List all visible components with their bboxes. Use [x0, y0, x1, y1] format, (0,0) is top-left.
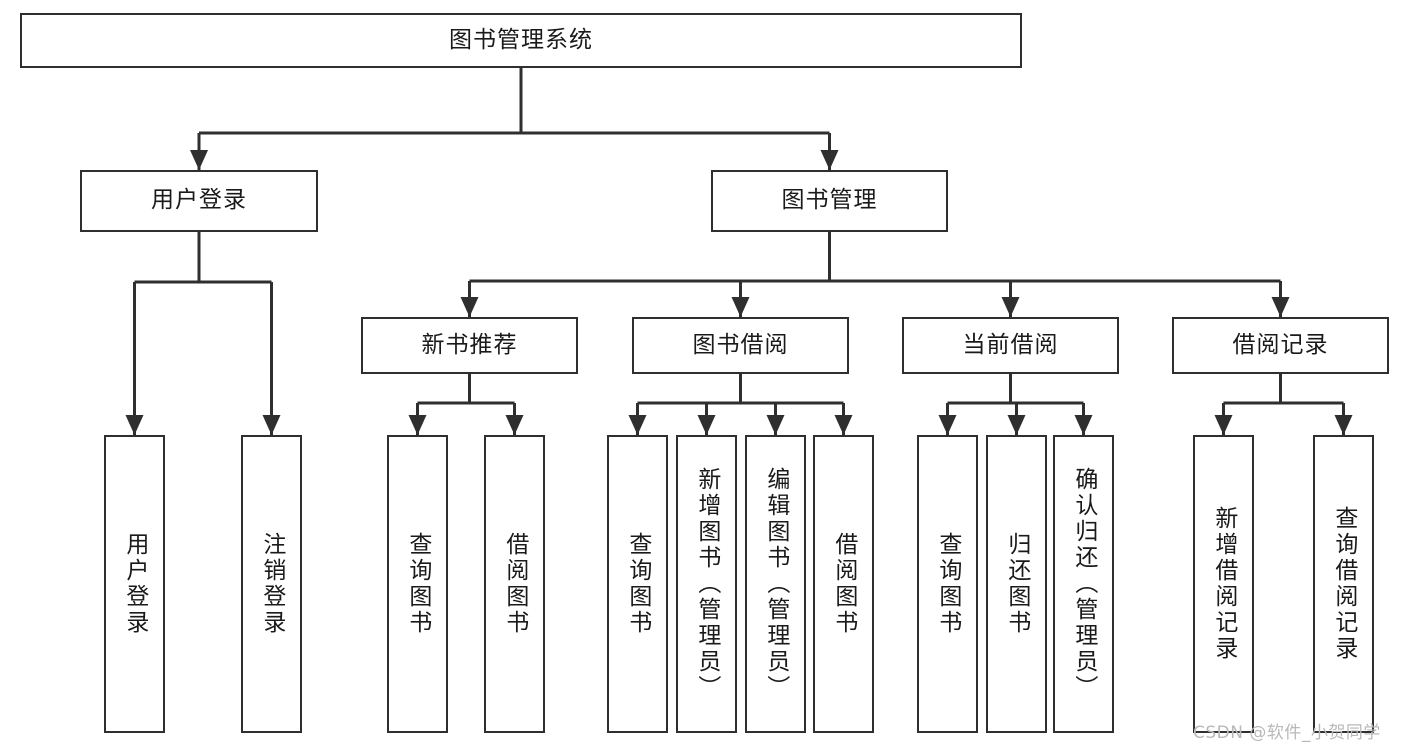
arrowhead-icon [190, 150, 208, 170]
arrowhead-icon [938, 415, 957, 435]
node-label: 新增图书（管理员） [693, 467, 720, 701]
node-label: 当前借阅 [962, 331, 1059, 358]
arrowhead-icon [125, 415, 144, 435]
arrowhead-icon [460, 297, 479, 317]
node-book-manage[interactable]: 图书管理 [711, 170, 948, 232]
arrowhead-icon [697, 415, 716, 435]
node-leaf-user-logout[interactable]: 注销登录 [241, 435, 302, 733]
node-label: 查询借阅记录 [1330, 506, 1357, 662]
node-label: 借阅图书 [830, 532, 857, 636]
node-label: 确认归还（管理员） [1070, 467, 1097, 701]
arrowhead-icon [262, 415, 281, 435]
node-label: 用户登录 [121, 532, 148, 636]
node-label: 新书推荐 [421, 331, 518, 358]
node-label: 借阅记录 [1232, 331, 1329, 358]
node-label: 查询图书 [934, 532, 961, 636]
node-leaf-add-book[interactable]: 新增图书（管理员） [676, 435, 737, 733]
node-leaf-add-record[interactable]: 新增借阅记录 [1193, 435, 1254, 733]
arrowhead-icon [820, 150, 839, 170]
node-leaf-user-login[interactable]: 用户登录 [104, 435, 165, 733]
arrowhead-icon [1007, 415, 1026, 435]
node-borrow-record[interactable]: 借阅记录 [1172, 317, 1389, 374]
node-user-login[interactable]: 用户登录 [80, 170, 318, 232]
node-leaf-edit-book[interactable]: 编辑图书（管理员） [745, 435, 806, 733]
arrowhead-icon [505, 415, 524, 435]
node-leaf-borrow-book-2[interactable]: 借阅图书 [813, 435, 874, 733]
node-root[interactable]: 图书管理系统 [20, 13, 1022, 68]
node-label: 图书管理系统 [449, 26, 593, 53]
arrowhead-icon [408, 415, 427, 435]
arrowhead-icon [1214, 415, 1233, 435]
arrowhead-icon [628, 415, 647, 435]
arrowhead-icon [766, 415, 785, 435]
node-label: 用户登录 [151, 187, 247, 214]
node-leaf-borrow-book-1[interactable]: 借阅图书 [484, 435, 545, 733]
arrowhead-icon [1271, 297, 1290, 317]
node-leaf-return-book[interactable]: 归还图书 [986, 435, 1047, 733]
node-label: 归还图书 [1003, 532, 1030, 636]
node-book-borrow[interactable]: 图书借阅 [632, 317, 849, 374]
csdn-watermark: CSDN @软件_小贺同学 [1193, 723, 1381, 743]
node-label: 借阅图书 [501, 532, 528, 636]
node-label: 新增借阅记录 [1210, 506, 1237, 662]
node-label: 图书借阅 [692, 331, 789, 358]
node-label: 注销登录 [258, 532, 285, 636]
node-leaf-query-record[interactable]: 查询借阅记录 [1313, 435, 1374, 733]
node-label: 编辑图书（管理员） [762, 467, 789, 701]
arrowhead-icon [1001, 297, 1020, 317]
node-label: 查询图书 [404, 532, 431, 636]
arrowhead-icon [1074, 415, 1093, 435]
node-label: 查询图书 [624, 532, 651, 636]
node-leaf-query-book-2[interactable]: 查询图书 [607, 435, 668, 733]
node-leaf-confirm-return[interactable]: 确认归还（管理员） [1053, 435, 1114, 733]
arrowhead-icon [834, 415, 853, 435]
arrowhead-icon [731, 297, 750, 317]
node-label: 图书管理 [781, 187, 878, 214]
node-current-borrow[interactable]: 当前借阅 [902, 317, 1119, 374]
node-new-book-rec[interactable]: 新书推荐 [361, 317, 578, 374]
arrowhead-icon [1334, 415, 1353, 435]
node-leaf-query-book-3[interactable]: 查询图书 [917, 435, 978, 733]
node-leaf-query-book-1[interactable]: 查询图书 [387, 435, 448, 733]
